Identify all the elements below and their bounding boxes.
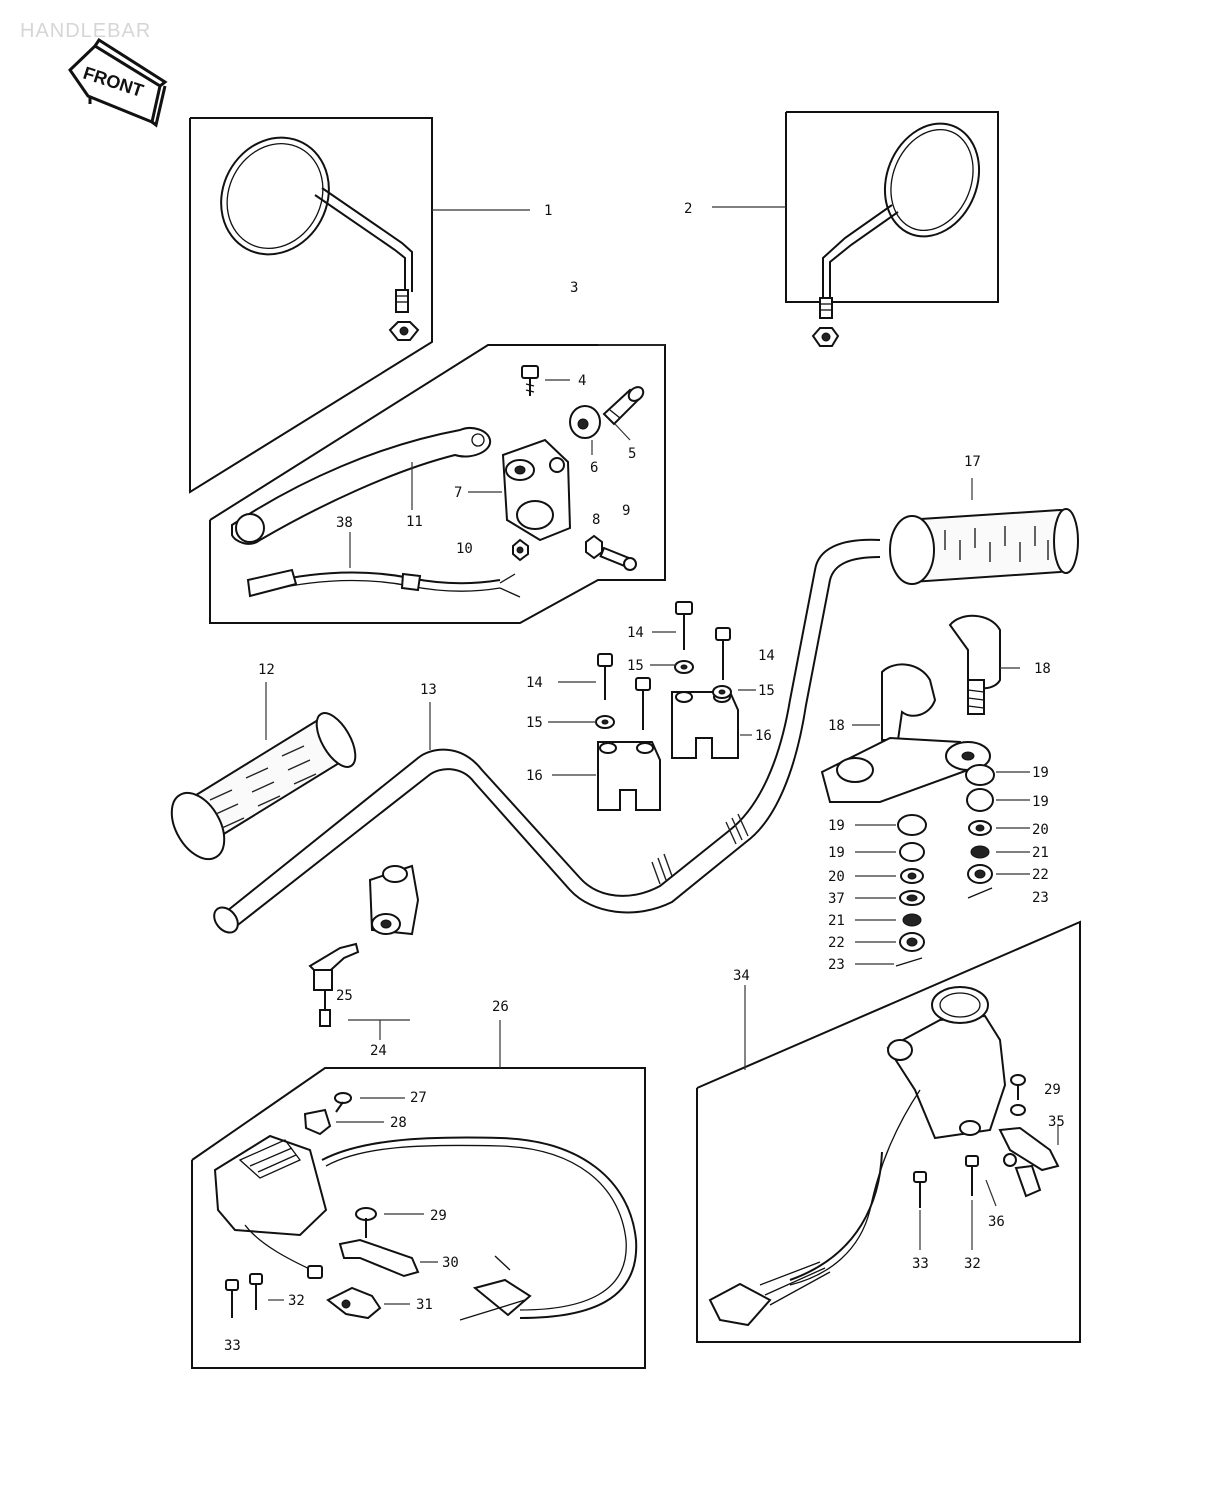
callout-21b: 21: [828, 913, 845, 929]
callout-14c: 14: [526, 675, 543, 691]
callout-26: 26: [492, 999, 509, 1015]
callout-16a: 16: [755, 728, 772, 744]
callout-15b: 15: [758, 683, 775, 699]
callout-22a: 22: [1032, 867, 1049, 883]
right-damper-stack: [965, 764, 995, 899]
callout-18b: 18: [828, 718, 845, 734]
callout-29a: 29: [430, 1208, 447, 1224]
clutch-lever: [231, 427, 492, 545]
lever-holder: [501, 438, 572, 542]
callout-1: 1: [544, 203, 552, 219]
callout-18a: 18: [1034, 661, 1051, 677]
callout-20a: 20: [1032, 822, 1049, 838]
callout-38: 38: [336, 515, 353, 531]
handlebar-tube: [213, 538, 881, 934]
callout-20b: 20: [828, 869, 845, 885]
handlebar-holder-right: [671, 691, 739, 759]
screw-27: [334, 1092, 352, 1113]
callout-11: 11: [406, 514, 423, 530]
right-mirror: [811, 122, 981, 347]
callout-13: 13: [420, 682, 437, 698]
callout-10: 10: [456, 541, 473, 557]
callout-8: 8: [592, 512, 600, 528]
brake-switch-35: [998, 1126, 1060, 1198]
callout-19b: 19: [1032, 794, 1049, 810]
callout-14a: 14: [627, 625, 644, 641]
callout-22b: 22: [828, 935, 845, 951]
callout-30: 30: [442, 1255, 459, 1271]
pivot-bolt: [585, 534, 637, 571]
right-switch-cable: [708, 1151, 883, 1327]
callout-6: 6: [590, 460, 598, 476]
diagram-title: HANDLEBAR: [20, 20, 151, 42]
screws-32-33-right: [913, 1155, 979, 1208]
callout-15a: 15: [627, 658, 644, 674]
left-switch-cable: [321, 1136, 638, 1321]
callout-23b: 23: [828, 957, 845, 973]
handlebar-holder-left: [597, 741, 661, 811]
callout-37: 37: [828, 891, 845, 907]
callout-5: 5: [628, 446, 636, 462]
callout-32b: 32: [964, 1256, 981, 1272]
left-switch-housing: [213, 1134, 328, 1279]
left-mirror: [220, 136, 420, 341]
top-bracket: [820, 736, 991, 803]
choke-lever: [308, 942, 360, 1027]
callout-2: 2: [684, 201, 692, 217]
callout-34: 34: [733, 968, 750, 984]
callout-27: 27: [410, 1090, 427, 1106]
switch-knob-28: [303, 1108, 332, 1136]
left-mirror-lever-panel: [189, 117, 666, 624]
callout-28: 28: [390, 1115, 407, 1131]
callout-23a: 23: [1032, 890, 1049, 906]
right-mirror-panel: [785, 111, 999, 303]
left-damper-stack: [895, 814, 927, 967]
callout-24: 24: [370, 1043, 387, 1059]
callout-17: 17: [964, 454, 981, 470]
callout-21a: 21: [1032, 845, 1049, 861]
callout-12: 12: [258, 662, 275, 678]
cable-adjuster: [602, 386, 645, 426]
left-grip: [170, 712, 357, 861]
choke-lever-holder: [368, 864, 420, 936]
screw-29-right: [1010, 1074, 1026, 1116]
callout-35: 35: [1048, 1114, 1065, 1130]
right-switch-panel: [696, 920, 1081, 1343]
left-switch-panel: [191, 1067, 646, 1369]
callout-25: 25: [336, 988, 353, 1004]
callout-33a: 33: [224, 1338, 241, 1354]
callout-19a: 19: [1032, 765, 1049, 781]
front-direction-arrow: FRONT: [68, 37, 168, 128]
clutch-cable: [246, 568, 521, 598]
callout-32a: 32: [288, 1293, 305, 1309]
master-cylinder-switch: [789, 986, 1007, 1286]
callout-labels: 1 2 3 4 5 6 7 8 9 10 11 12 13 14 14 14 1…: [224, 201, 1065, 1354]
switch-lever-31: [326, 1286, 382, 1320]
callout-7: 7: [454, 485, 462, 501]
switch-lever-30: [338, 1238, 420, 1278]
callout-31: 31: [416, 1297, 433, 1313]
callout-15c: 15: [526, 715, 543, 731]
screw-29-left: [355, 1207, 377, 1238]
holder-bolts: [597, 601, 731, 730]
callout-9: 9: [622, 503, 630, 519]
callout-14b: 14: [758, 648, 775, 664]
callout-29b: 29: [1044, 1082, 1061, 1098]
handlebar-clamp-upper: [948, 614, 1001, 715]
right-grip: [889, 508, 1079, 585]
callout-19c: 19: [828, 818, 845, 834]
screws-32-33-left: [225, 1273, 263, 1318]
pivot-nut: [512, 538, 529, 562]
callout-3: 3: [570, 280, 578, 296]
callout-16b: 16: [526, 768, 543, 784]
screw-4: [521, 365, 539, 396]
adjuster-nut: [569, 405, 601, 439]
callout-33b: 33: [912, 1256, 929, 1272]
callout-19d: 19: [828, 845, 845, 861]
callout-36: 36: [988, 1214, 1005, 1230]
callout-4: 4: [578, 373, 586, 389]
